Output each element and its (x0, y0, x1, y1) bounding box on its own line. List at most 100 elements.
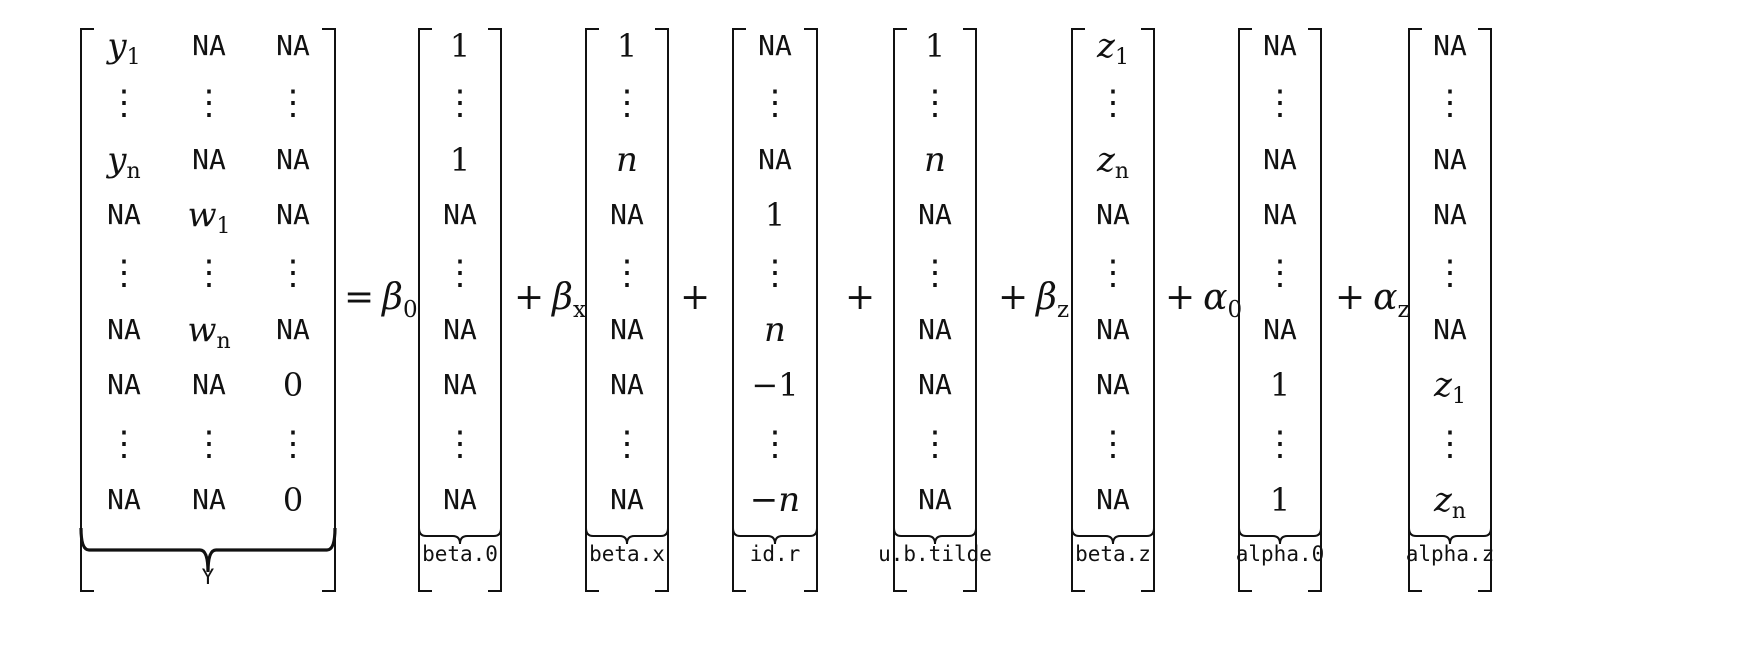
matrix-cell: ⋮ (610, 83, 644, 123)
operator-sign: + (514, 277, 545, 318)
matrix-cell: ⋮ (192, 83, 226, 123)
matrix-cell: zn (1433, 480, 1467, 524)
matrix-cell: −1 (751, 366, 799, 404)
matrix-cell: NA (107, 198, 141, 231)
matrix-cell: NA (276, 143, 310, 176)
right-bracket (1308, 28, 1322, 592)
coefficient: βx (552, 277, 586, 323)
operator-sign: + (1335, 277, 1366, 318)
matrix-cell: ⋮ (276, 424, 310, 464)
matrix-cell: ⋮ (443, 253, 477, 293)
matrix-cell: NA (1433, 198, 1467, 231)
matrix-cell: NA (276, 29, 310, 62)
matrix-cell: yn (107, 140, 141, 184)
underbrace (1071, 527, 1155, 545)
matrix-cell: NA (1263, 143, 1297, 176)
matrix-cell: NA (1433, 143, 1467, 176)
term-operator: + (680, 268, 718, 328)
matrix-cell: ⋮ (107, 253, 141, 293)
matrix-cell: NA (610, 198, 644, 231)
left-bracket (1408, 28, 1422, 592)
matrix-cell: NA (276, 198, 310, 231)
underbrace (1408, 527, 1492, 545)
matrix-cell: ⋮ (610, 424, 644, 464)
operator-sign: + (845, 277, 876, 318)
matrix-cell: NA (758, 143, 792, 176)
matrix-cell: 1 (764, 196, 786, 234)
matrix-cell: ⋮ (276, 253, 310, 293)
matrix-cell: 1 (1269, 481, 1291, 519)
matrix-cell: ⋮ (107, 424, 141, 464)
matrix-cell: NA (1433, 29, 1467, 62)
column-label: beta.0 (422, 542, 498, 566)
matrix-cell: ⋮ (1433, 83, 1467, 123)
underbrace (732, 527, 818, 545)
matrix-cell: n (764, 310, 786, 350)
matrix-cell: ⋮ (918, 424, 952, 464)
right-bracket (963, 28, 977, 592)
matrix-cell: ⋮ (918, 253, 952, 293)
matrix-cell: NA (1096, 198, 1130, 231)
matrix-cell: w1 (187, 195, 231, 239)
underbrace (893, 527, 977, 545)
matrix-cell: n (616, 140, 638, 180)
matrix-cell: ⋮ (1263, 424, 1297, 464)
column-label: alpha.z (1405, 542, 1495, 566)
matrix-cell: NA (1096, 313, 1130, 346)
term-operator: =β0 (344, 268, 418, 328)
matrix-cell: ⋮ (107, 83, 141, 123)
coefficient: βz (1036, 277, 1070, 323)
matrix-cell: ⋮ (1096, 83, 1130, 123)
matrix-cell: NA (443, 368, 477, 401)
matrix-cell: NA (610, 313, 644, 346)
right-bracket (655, 28, 669, 592)
matrix-cell: NA (192, 368, 226, 401)
term-operator: +βx (514, 268, 586, 328)
matrix-cell: NA (918, 198, 952, 231)
matrix-cell: NA (918, 313, 952, 346)
matrix-cell: ⋮ (1096, 253, 1130, 293)
matrix-cell: NA (610, 368, 644, 401)
matrix-cell: NA (192, 29, 226, 62)
matrix-cell: NA (758, 29, 792, 62)
column-label: beta.z (1075, 542, 1151, 566)
matrix-cell: 1 (449, 27, 471, 65)
coefficient: α0 (1203, 277, 1243, 323)
matrix-cell: NA (918, 368, 952, 401)
matrix-cell: NA (1263, 313, 1297, 346)
right-bracket (1141, 28, 1155, 592)
column-label: u.b.tilde (878, 542, 992, 566)
matrix-cell: NA (1096, 368, 1130, 401)
matrix-cell: NA (918, 483, 952, 516)
matrix-cell: NA (107, 313, 141, 346)
right-bracket (1478, 28, 1492, 592)
matrix-cell: ⋮ (276, 83, 310, 123)
matrix-cell: NA (107, 368, 141, 401)
matrix-cell: NA (1263, 198, 1297, 231)
matrix-cell: 0 (282, 481, 304, 519)
operator-sign: = (344, 277, 375, 318)
left-bracket (1071, 28, 1085, 592)
matrix-cell: 1 (449, 141, 471, 179)
right-bracket (488, 28, 502, 592)
matrix-cell: NA (1096, 483, 1130, 516)
operator-sign: + (998, 277, 1029, 318)
term-operator: +αz (1335, 268, 1410, 328)
matrix-cell: ⋮ (610, 253, 644, 293)
matrix-cell: zn (1096, 140, 1130, 184)
matrix-cell: ⋮ (192, 253, 226, 293)
matrix-cell: ⋮ (758, 253, 792, 293)
